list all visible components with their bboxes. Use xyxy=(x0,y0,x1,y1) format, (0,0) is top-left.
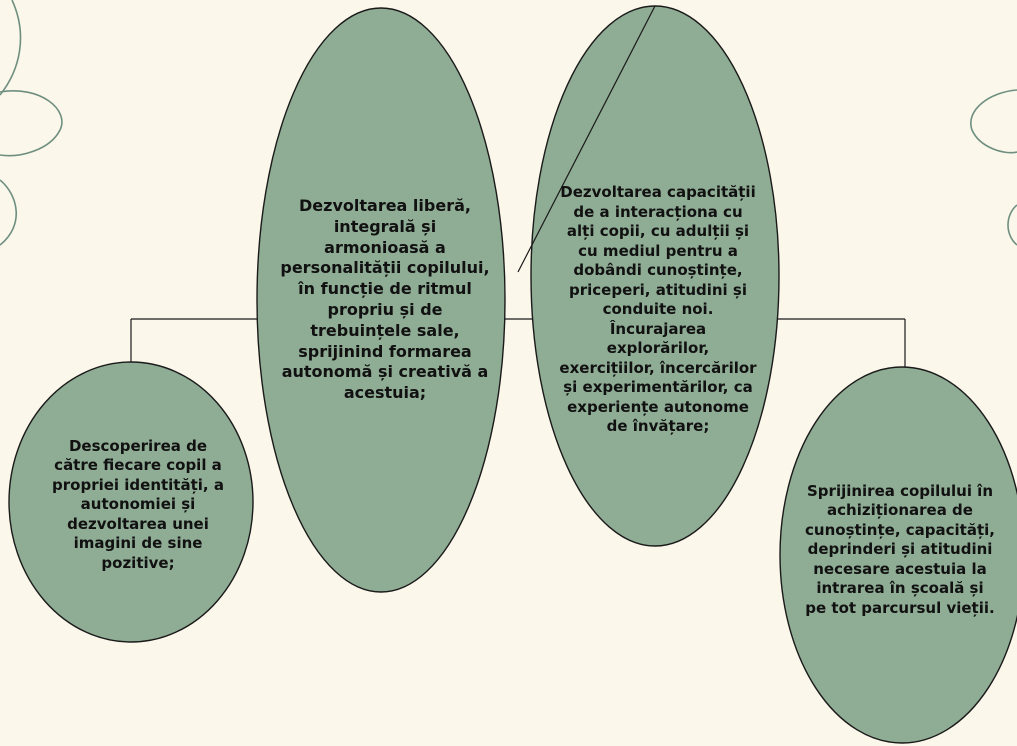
node-1-text: Descoperirea de către fiecare copil a pr… xyxy=(52,436,224,572)
petal-left-bottom xyxy=(0,179,17,246)
node-2-text: Dezvoltarea liberă, integrală și armonio… xyxy=(280,196,490,403)
oval-node-1 xyxy=(8,361,254,643)
petal-right-bottom xyxy=(1007,204,1017,246)
decorative-petals-left xyxy=(0,0,63,246)
node-3-text: Dezvoltarea capacității de a interacțion… xyxy=(559,183,757,436)
petal-left-middle xyxy=(0,90,63,157)
oval-node-2 xyxy=(256,7,506,593)
petal-left-top xyxy=(0,0,22,96)
decorative-petals-right xyxy=(970,89,1017,246)
connectors xyxy=(130,318,906,368)
node-4-text: Sprijinirea copilului în achiziționarea … xyxy=(805,481,995,617)
petal-right-middle xyxy=(970,89,1017,154)
diagonal-line xyxy=(517,5,656,273)
oval-node-4 xyxy=(779,366,1017,744)
